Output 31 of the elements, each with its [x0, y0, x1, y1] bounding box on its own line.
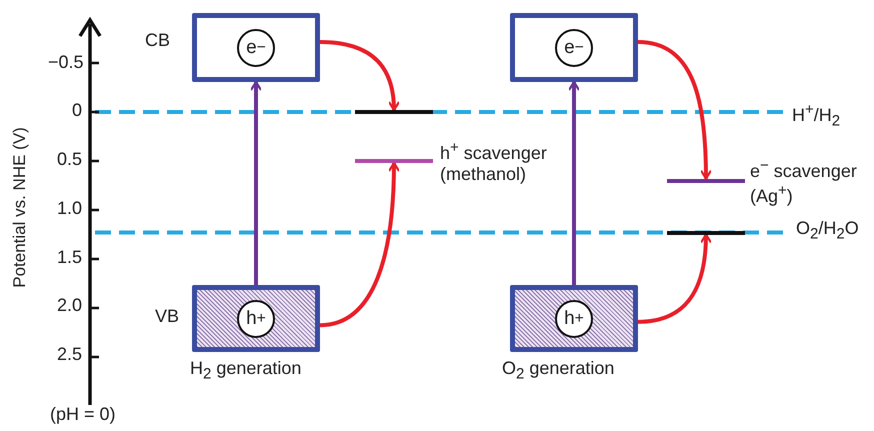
- band-label: VB: [155, 306, 180, 327]
- tick-label: 0.5: [56, 149, 82, 170]
- valence-band-box: [510, 285, 638, 352]
- tick-label: 0: [70, 100, 82, 121]
- conduction-band-box: [192, 13, 320, 82]
- valence-band-box: [192, 285, 320, 352]
- tick-label: 2.0: [56, 295, 82, 316]
- arrow: [638, 233, 712, 324]
- arrow: [250, 80, 262, 285]
- axis-note: (pH = 0): [50, 404, 116, 425]
- energy-level-bar: [667, 178, 745, 183]
- tick-label: 1.0: [56, 198, 82, 219]
- tick-label: −0.5: [48, 52, 82, 73]
- energy-level-bar: [667, 230, 745, 235]
- level-label: e$^{−}$ scavenger (Ag$^{+}$): [750, 157, 858, 206]
- tick-label: 1.5: [56, 247, 82, 268]
- node-label: H$_{2}$ generation: [190, 358, 302, 383]
- reference-label: O$_{2}$/H$_{2}$O: [796, 218, 859, 243]
- node-label: O$_{2}$ generation: [502, 358, 614, 383]
- arrow: [638, 40, 712, 180]
- axis-title: Potential vs. NHE (V): [10, 128, 30, 288]
- reference-label: H$^{+}$/H$_{2}$: [792, 101, 840, 130]
- energy-level-bar: [355, 110, 433, 114]
- band-label: CB: [145, 30, 170, 51]
- tick-label: 2.5: [56, 344, 82, 365]
- level-label: h$^{+}$ scavenger (methanol): [440, 139, 548, 184]
- conduction-band-box: [510, 13, 638, 82]
- energy-level-bar: [355, 159, 433, 163]
- arrow: [320, 40, 400, 112]
- arrow: [320, 162, 400, 328]
- arrow: [568, 80, 580, 285]
